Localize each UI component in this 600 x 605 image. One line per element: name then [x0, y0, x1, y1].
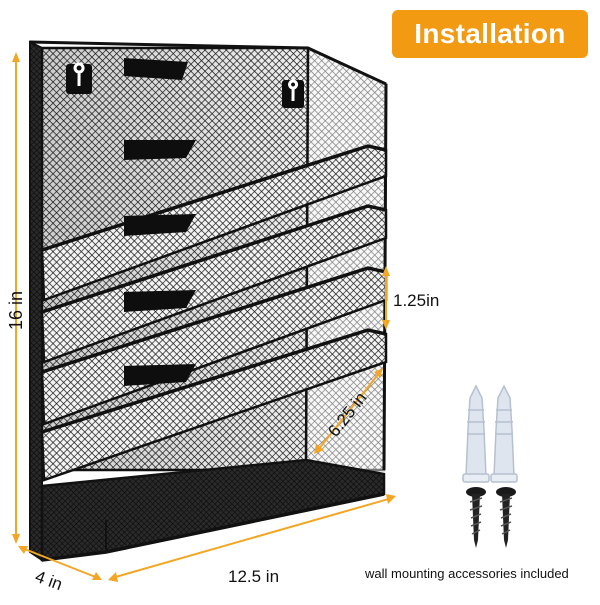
tray-2 [40, 204, 388, 364]
installation-banner: Installation [392, 10, 588, 58]
depth-label: 4 in [33, 567, 65, 594]
width-label: 12.5 in [228, 567, 279, 586]
accessories-caption: wall mounting accessories included [365, 566, 569, 581]
pocket-spacing-label: 1.25in [393, 291, 439, 310]
screw-icon [466, 487, 486, 548]
tray-4 [40, 328, 388, 482]
wall-anchor-icon [462, 384, 490, 483]
wall-file-organizer [29, 40, 388, 562]
keyhole-icon [73, 62, 85, 87]
banner-label: Installation [414, 18, 566, 49]
height-label: 16 in [6, 291, 26, 330]
left-side-frame [29, 40, 43, 562]
tray-5-bottom [40, 458, 386, 562]
wall-anchor-icon [490, 384, 518, 483]
dimension-lines [12, 52, 396, 582]
screw-icon [496, 487, 516, 548]
